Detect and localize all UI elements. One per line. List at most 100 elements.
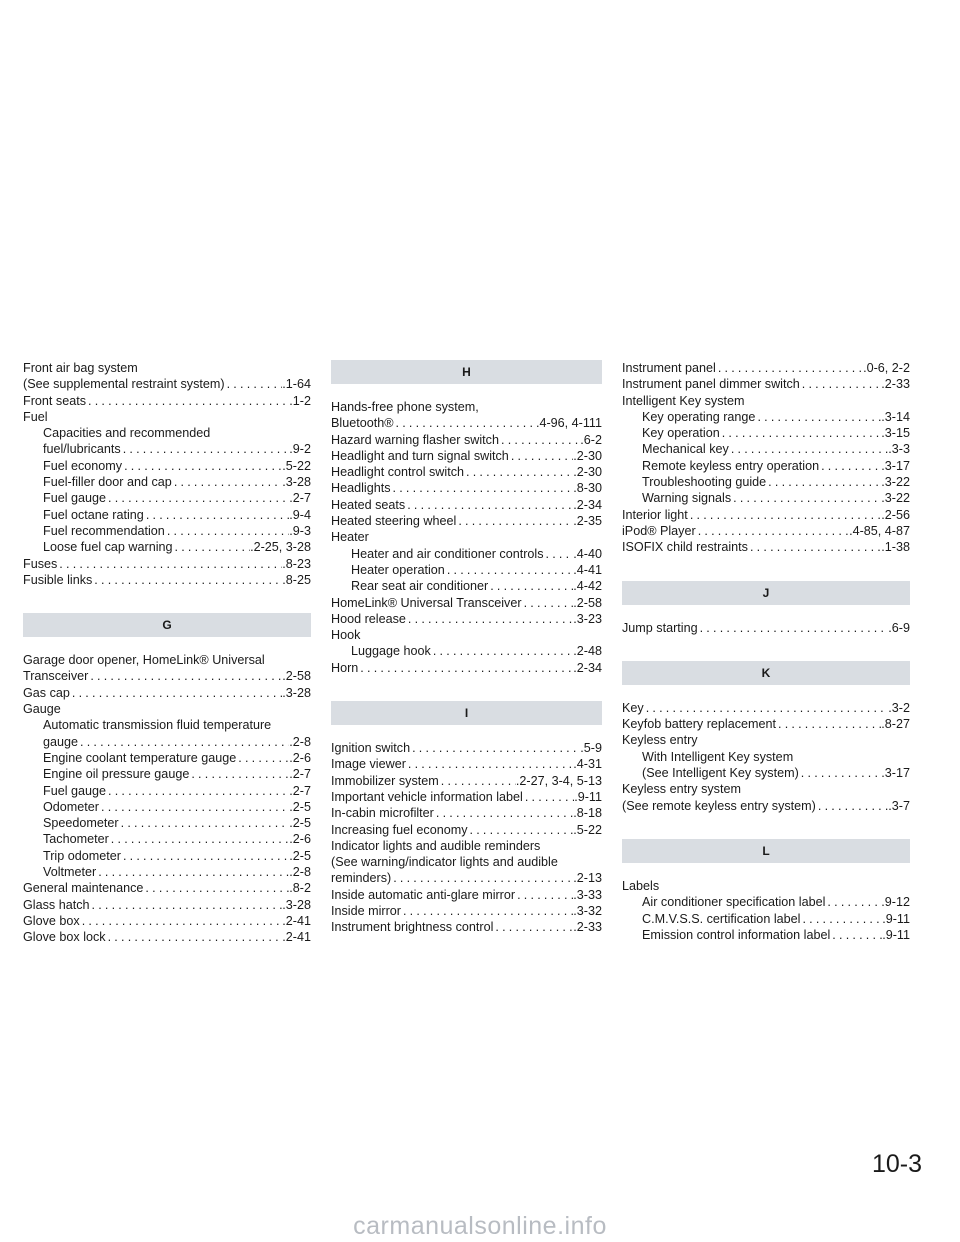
entry-term: (See warning/indicator lights and audibl…	[331, 855, 558, 870]
entry-term: Immobilizer system	[331, 773, 439, 788]
section-letter-header: K	[622, 660, 910, 685]
entry-page-ref: .2-41	[282, 913, 311, 928]
entry-term: gauge	[43, 734, 79, 749]
entry-page-ref: .3-28	[282, 897, 311, 912]
index-entry: Instrument panel........................…	[622, 360, 910, 376]
index-subentry: Engine coolant temperature gauge........…	[23, 750, 311, 766]
index-entry: Glass hatch.............................…	[23, 897, 311, 913]
entry-page-ref: .2-8	[289, 865, 311, 880]
index-subentry: Remote keyless entry operation..........…	[622, 458, 910, 474]
index-subentry: Warning signals.........................…	[622, 490, 910, 506]
index-subentry: Heater and air conditioner controls.....…	[331, 546, 602, 562]
index-entry: ISOFIX child restraints.................…	[622, 539, 910, 555]
entry-term: Heated steering wheel	[331, 514, 457, 529]
entry-term: Fuel gauge	[43, 491, 107, 506]
entry-page-ref: .3-7	[888, 798, 910, 813]
entry-term: Keyless entry system	[622, 782, 741, 797]
index-entry: Keyless entry system	[622, 781, 910, 797]
leader-dots: ........................................…	[501, 432, 581, 447]
index-subentry: Trip odometer...........................…	[23, 848, 311, 864]
index-subentry: Heater operation........................…	[331, 562, 602, 578]
entry-term: Glove box	[23, 913, 80, 928]
index-subentry: Troubleshooting guide...................…	[622, 474, 910, 490]
index-entry: Indicator lights and audible reminders	[331, 838, 602, 854]
entry-page-ref: .2-27, 3-4, 5-13	[515, 773, 602, 788]
index-entry: Instrument brightness control...........…	[331, 919, 602, 935]
index-entry: Headlights..............................…	[331, 480, 602, 496]
entry-term: Key operating range	[642, 409, 756, 424]
entry-term: Automatic transmission fluid temperature	[43, 718, 272, 733]
entry-page-ref: .3-15	[881, 426, 910, 441]
entry-page-ref: .2-33	[881, 377, 910, 392]
index-subentry: Emission control information label......…	[622, 927, 910, 943]
leader-dots: ........................................…	[101, 799, 289, 814]
index-entry: Glove box lock..........................…	[23, 929, 311, 945]
leader-dots: ........................................…	[122, 848, 290, 863]
index-subentry: Fuel economy............................…	[23, 458, 311, 474]
leader-dots: ........................................…	[145, 507, 289, 522]
entry-page-ref: .4-96, 4-111	[535, 416, 602, 431]
entry-term: Bluetooth®	[331, 416, 394, 431]
entry-page-ref: .8-30	[573, 481, 602, 496]
entry-term: Engine coolant temperature gauge	[43, 750, 237, 765]
entry-page-ref: .2-5	[289, 848, 311, 863]
index-entry: In-cabin microfilter....................…	[331, 805, 602, 821]
spacer	[622, 605, 910, 620]
entry-term: Garage door opener, HomeLink® Universal	[23, 653, 265, 668]
leader-dots: ........................................…	[689, 507, 881, 522]
entry-term: Fuel economy	[43, 458, 123, 473]
leader-dots: ........................................…	[393, 871, 574, 886]
index-subentry: Key operation...........................…	[622, 425, 910, 441]
entry-term: Heater	[331, 530, 369, 545]
index-entry: Labels	[622, 878, 910, 894]
index-subentry: Tachometer..............................…	[23, 831, 311, 847]
spacer	[331, 676, 602, 701]
index-entry: Important vehicle information label.....…	[331, 789, 602, 805]
entry-term: Fuel-filler door and cap	[43, 475, 172, 490]
leader-dots: ........................................…	[360, 660, 573, 675]
index-entry: Hook	[331, 627, 602, 643]
index-subentry: Speedometer.............................…	[23, 815, 311, 831]
entry-term: Horn	[331, 660, 359, 675]
entry-page-ref: .2-30	[573, 465, 602, 480]
entry-term: Trip odometer	[43, 848, 121, 863]
spacer	[622, 556, 910, 581]
entry-page-ref: .2-48	[573, 644, 602, 659]
entry-page-ref: .2-41	[282, 930, 311, 945]
leader-dots: ........................................…	[145, 881, 289, 896]
index-subentry: Mechanical key..........................…	[622, 441, 910, 457]
entry-term: Fuses	[23, 556, 58, 571]
leader-dots: ........................................…	[59, 556, 282, 571]
entry-term: Key operation	[642, 426, 720, 441]
entry-term: Fuel gauge	[43, 783, 107, 798]
entry-page-ref: .8-23	[282, 556, 311, 571]
entry-page-ref: .6-9	[888, 620, 910, 635]
leader-dots: ........................................…	[174, 540, 251, 555]
page-number: 10-3	[871, 1150, 922, 1178]
index-column-1: Front air bag system(See supplemental re…	[23, 360, 311, 946]
entry-term: Mechanical key	[642, 442, 729, 457]
leader-dots: ........................................…	[402, 904, 573, 919]
entry-term: In-cabin microfilter	[331, 806, 434, 821]
entry-page-ref: .2-34	[573, 497, 602, 512]
entry-term: General maintenance	[23, 881, 144, 896]
index-entry: Hood release............................…	[331, 611, 602, 627]
index-entry: Headlight and turn signal switch........…	[331, 448, 602, 464]
entry-page-ref: .3-32	[573, 904, 602, 919]
index-subentry: Fuel octane rating......................…	[23, 507, 311, 523]
entry-page-ref: .3-17	[881, 766, 910, 781]
entry-page-ref: .3-2	[888, 700, 910, 715]
section-letter-header: J	[622, 580, 910, 605]
index-entry: Intelligent Key system	[622, 393, 910, 409]
entry-term: Ignition switch	[331, 741, 411, 756]
index-entry: reminders)..............................…	[331, 870, 602, 886]
entry-page-ref: .2-58	[282, 669, 311, 684]
entry-page-ref: .9-12	[881, 895, 910, 910]
entry-page-ref: .1-64	[282, 377, 311, 392]
entry-page-ref: .8-27	[881, 717, 910, 732]
entry-term: Odometer	[43, 799, 99, 814]
entry-term: Heater operation	[351, 562, 445, 577]
index-entry: Key.....................................…	[622, 700, 910, 716]
leader-dots: ........................................…	[122, 442, 290, 457]
leader-dots: ........................................…	[412, 741, 580, 756]
